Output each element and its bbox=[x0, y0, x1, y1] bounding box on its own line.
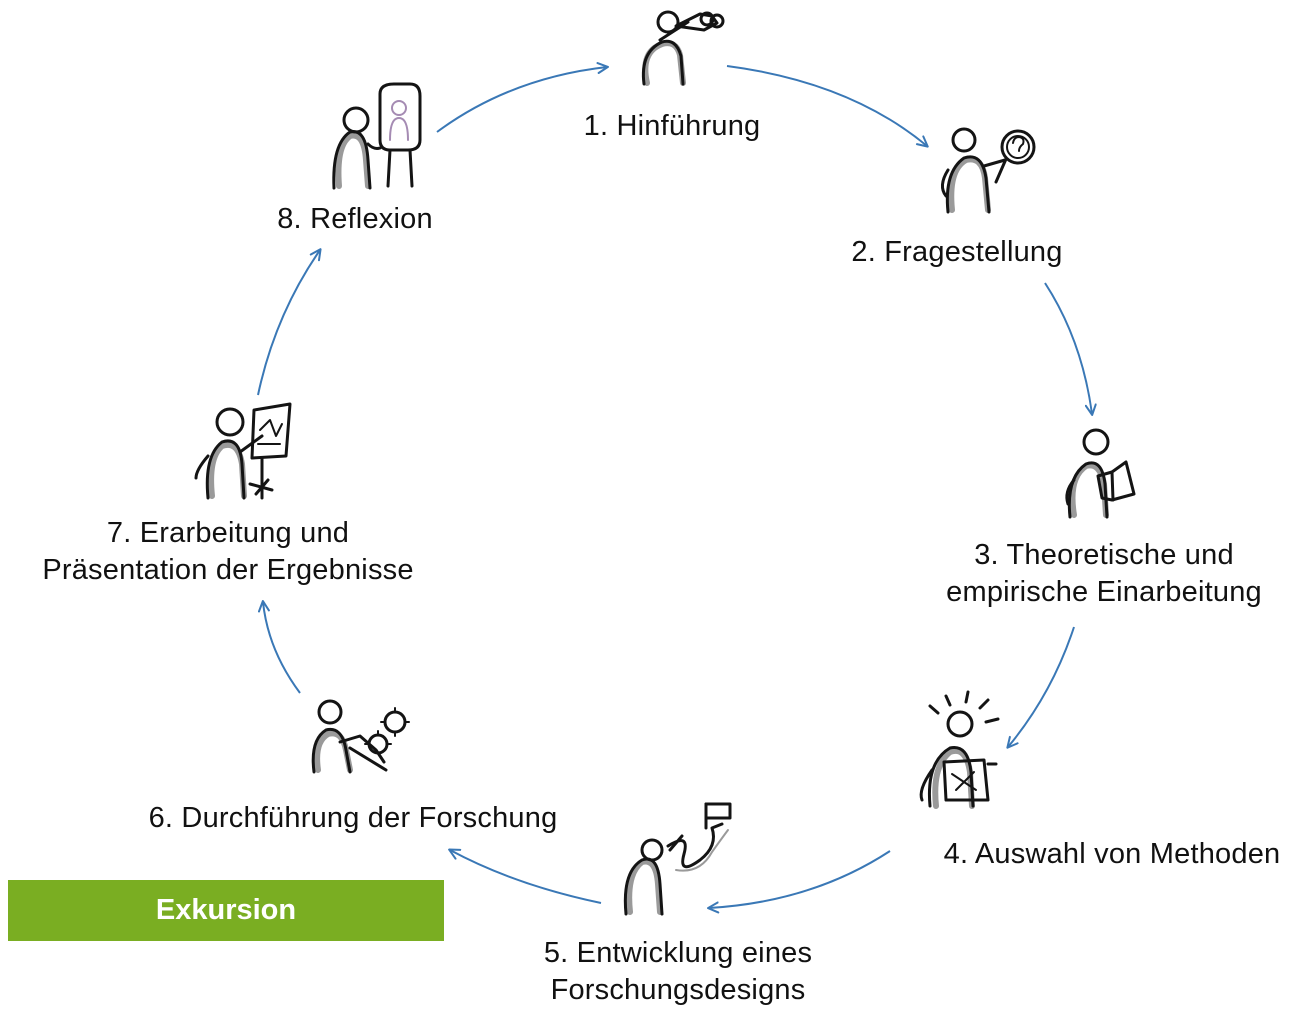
step-1-label: 1. Hinführung bbox=[584, 108, 761, 145]
reading-figure-icon bbox=[1065, 428, 1136, 519]
step-5-line-1: 5. Entwicklung eines bbox=[543, 937, 813, 969]
step-5-line-2: Forschungsdesigns bbox=[550, 974, 806, 1006]
step-4-label: 4. Auswahl von Methoden bbox=[944, 836, 1281, 873]
step-3-line-1: 3. Theoretische und bbox=[974, 539, 1234, 571]
step-3-label: 3. Theoretische und empirische Einarbeit… bbox=[946, 537, 1262, 611]
arrow-2-to-3 bbox=[1044, 282, 1097, 416]
step-5-label: 5. Entwicklung eines Forschungsdesigns bbox=[544, 935, 812, 1009]
step-7-line-2: Präsentation der Ergebnisse bbox=[42, 554, 414, 586]
arrow-1-to-2 bbox=[726, 65, 929, 148]
step-6-line-1: 6. Durchführung der Forschung bbox=[148, 802, 558, 834]
mirror-reflection-figure-icon bbox=[332, 82, 422, 190]
arrow-4-to-5 bbox=[707, 850, 891, 914]
step-7-line-1: 7. Erarbeitung und bbox=[106, 517, 350, 549]
exkursion-badge-label: Exkursion bbox=[155, 894, 297, 926]
binoculars-figure-icon bbox=[641, 10, 725, 86]
arrow-6-to-7 bbox=[257, 600, 301, 694]
step-3-line-2: empirische Einarbeitung bbox=[946, 576, 1262, 608]
step-8-label: 8. Reflexion bbox=[277, 201, 433, 238]
arrow-7-to-8 bbox=[257, 248, 322, 396]
exkursion-badge[interactable]: Exkursion bbox=[8, 880, 444, 941]
step-8-line-1: 8. Reflexion bbox=[277, 203, 433, 235]
arrow-8-to-1 bbox=[436, 62, 609, 133]
step-2-label: 2. Fragestellung bbox=[851, 234, 1062, 271]
step-4-line-1: 4. Auswahl von Methoden bbox=[943, 838, 1281, 870]
path-flag-figure-icon bbox=[623, 802, 732, 916]
arrow-5-to-6 bbox=[448, 848, 602, 904]
flipchart-presenting-figure-icon bbox=[194, 402, 292, 500]
idea-toolbook-figure-icon bbox=[919, 690, 1000, 809]
arrow-3-to-4 bbox=[1006, 626, 1075, 749]
gears-working-figure-icon bbox=[311, 699, 410, 774]
step-1-line-1: 1. Hinführung bbox=[583, 110, 761, 142]
step-7-label: 7. Erarbeitung und Präsentation der Erge… bbox=[42, 515, 413, 589]
magnifier-question-figure-icon bbox=[941, 127, 1036, 214]
step-6-label: 6. Durchführung der Forschung bbox=[149, 800, 558, 837]
step-2-line-1: 2. Fragestellung bbox=[851, 236, 1063, 268]
